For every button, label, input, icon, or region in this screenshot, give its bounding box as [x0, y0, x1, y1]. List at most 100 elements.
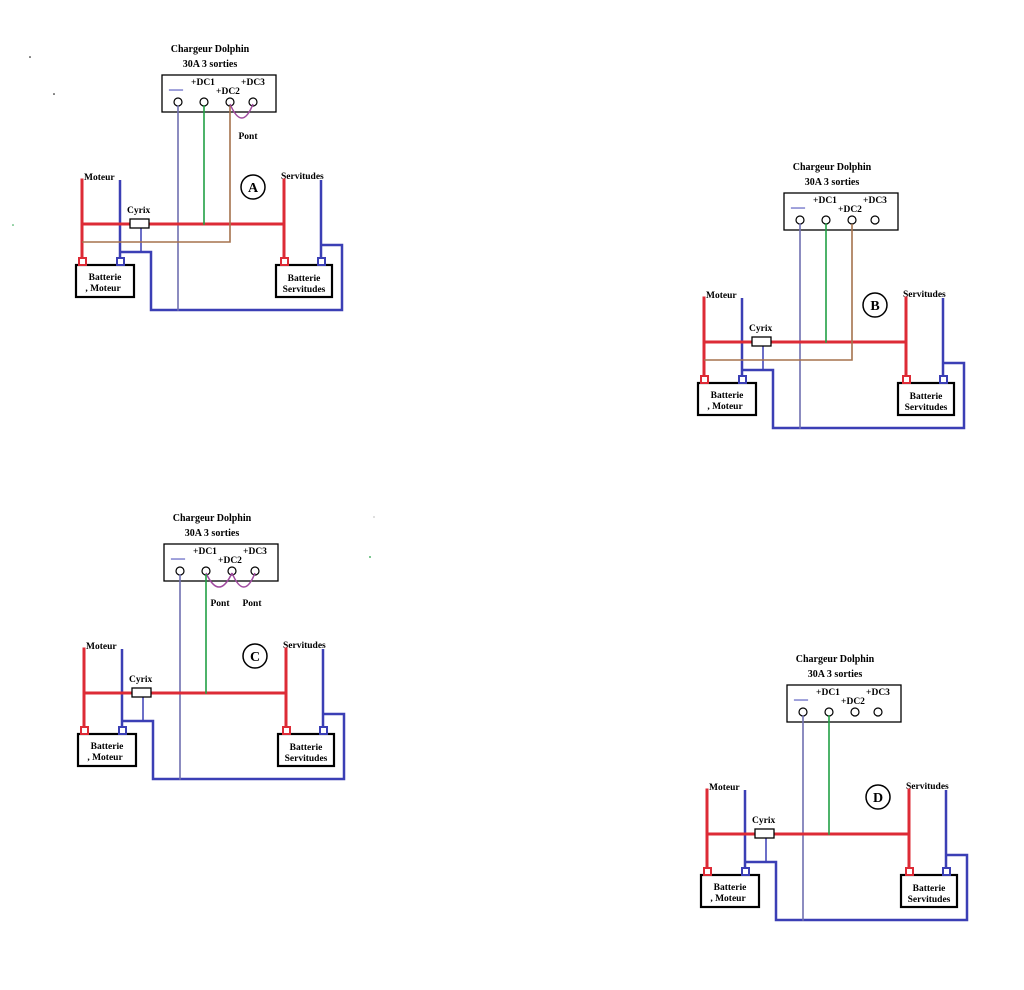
pont-label: Pont	[239, 132, 259, 142]
battery-servitudes-label: Batterie	[288, 274, 321, 284]
battery-servitudes-label: Servitudes	[285, 754, 328, 764]
minus-label: —	[793, 692, 809, 707]
battery-moteur-label: Batterie	[91, 742, 124, 752]
battery-servitudes-minus-terminal	[942, 867, 951, 876]
battery-moteur-label: , Moteur	[85, 284, 121, 294]
charger-title: Chargeur Dolphin	[793, 162, 872, 173]
battery-moteur-label: Batterie	[89, 273, 122, 283]
battery-moteur-label: Batterie	[711, 391, 744, 401]
battery-servitudes-minus-terminal	[319, 726, 328, 735]
stray-dot	[373, 516, 375, 518]
terminal-minus	[795, 215, 805, 225]
moteur-label: Moteur	[706, 291, 737, 301]
ground-loop-wire	[742, 361, 966, 430]
servitudes-label: Servitudes	[281, 172, 324, 182]
cyrix-label: Cyrix	[127, 206, 150, 216]
minus-label: —	[170, 551, 186, 566]
diagram-letter: A	[248, 181, 259, 196]
dc1-label: +DC1	[193, 547, 217, 557]
terminal-dc3	[873, 707, 883, 717]
battery-servitudes-box	[896, 381, 956, 417]
battery-servitudes-minus-terminal	[317, 257, 326, 266]
cyrix-relay	[751, 336, 772, 347]
dc2-wire	[82, 106, 231, 243]
battery-moteur-plus-terminal	[78, 257, 87, 266]
moteur-label: Moteur	[86, 642, 117, 652]
dc2-label: +DC2	[838, 205, 862, 215]
battery-servitudes-box	[274, 263, 334, 299]
dc2-label: +DC2	[841, 697, 865, 707]
moteur-label: Moteur	[709, 783, 740, 793]
terminal-dc2	[847, 215, 857, 225]
pont-label: Pont	[211, 599, 231, 609]
charger-subtitle: 30A 3 sorties	[185, 528, 240, 539]
charger-subtitle: 30A 3 sorties	[808, 669, 863, 680]
stray-dot	[369, 556, 371, 558]
battery-servitudes-label: Servitudes	[908, 895, 951, 905]
stray-dots	[12, 56, 375, 558]
terminal-dc2	[227, 566, 237, 576]
cyrix-relay	[754, 828, 775, 839]
cyrix-label: Cyrix	[129, 675, 152, 685]
pont-jumper	[229, 103, 254, 119]
battery-moteur-label: , Moteur	[710, 894, 746, 904]
dc3-label: +DC3	[241, 78, 265, 88]
terminal-minus	[173, 97, 183, 107]
stray-dot	[12, 224, 14, 226]
battery-moteur-minus-terminal	[118, 726, 127, 735]
cyrix-relay	[131, 687, 152, 698]
servitudes-label: Servitudes	[283, 641, 326, 651]
terminal-dc1	[824, 707, 834, 717]
dc1-label: +DC1	[191, 78, 215, 88]
battery-servitudes-minus-terminal	[939, 375, 948, 384]
charger-subtitle: 30A 3 sorties	[805, 177, 860, 188]
ground-loop-wire	[120, 243, 344, 312]
cyrix-label: Cyrix	[749, 324, 772, 334]
dc2-label: +DC2	[216, 87, 240, 97]
diagram-letter-circle	[865, 784, 891, 810]
diagram-letter: B	[870, 299, 879, 314]
battery-moteur-plus-terminal	[703, 867, 712, 876]
battery-servitudes-label: Batterie	[290, 743, 323, 753]
charger-title: Chargeur Dolphin	[173, 513, 252, 524]
battery-servitudes-label: Servitudes	[283, 285, 326, 295]
diagram-letter: C	[250, 650, 260, 665]
dc3-label: +DC3	[866, 688, 890, 698]
charger-subtitle: 30A 3 sorties	[183, 59, 238, 70]
pont-jumper	[205, 572, 233, 588]
battery-moteur-label: , Moteur	[707, 402, 743, 412]
dc3-label: +DC3	[243, 547, 267, 557]
battery-moteur-label: , Moteur	[87, 753, 123, 763]
battery-moteur-minus-terminal	[738, 375, 747, 384]
battery-moteur-minus-terminal	[741, 867, 750, 876]
battery-moteur-box	[74, 263, 136, 299]
terminal-dc3	[870, 215, 880, 225]
battery-moteur-box	[76, 732, 138, 768]
terminal-dc3	[248, 97, 258, 107]
battery-moteur-box	[699, 873, 761, 909]
battery-servitudes-box	[899, 873, 959, 909]
cyrix-relay	[129, 218, 150, 229]
dc1-label: +DC1	[816, 688, 840, 698]
charger-box	[163, 543, 279, 582]
battery-moteur-plus-terminal	[80, 726, 89, 735]
pont-jumper	[231, 572, 256, 588]
ground-loop-wire	[122, 712, 346, 781]
battery-servitudes-plus-terminal	[902, 375, 911, 384]
battery-servitudes-plus-terminal	[905, 867, 914, 876]
terminal-dc1	[199, 97, 209, 107]
battery-servitudes-label: Batterie	[910, 392, 943, 402]
ground-loop-wire	[745, 853, 969, 922]
charger-box	[161, 74, 277, 113]
diagram-letter: D	[873, 791, 883, 806]
terminal-dc2	[850, 707, 860, 717]
dc2-wire	[704, 224, 853, 361]
stray-dot	[29, 56, 31, 58]
charger-box	[786, 684, 902, 723]
battery-moteur-label: Batterie	[714, 883, 747, 893]
